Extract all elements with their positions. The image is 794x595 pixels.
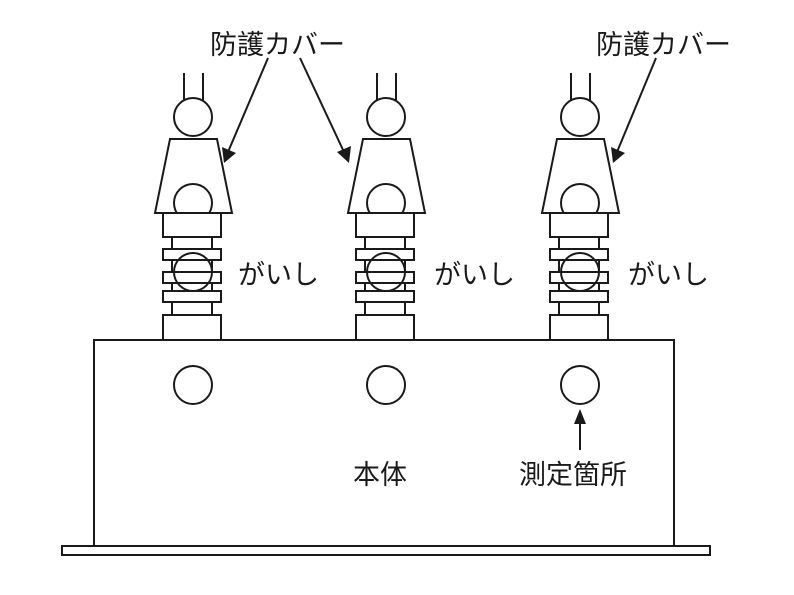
- measure-circle-1: [173, 365, 213, 405]
- label-insulator-3: がいし: [628, 260, 709, 291]
- bushing-1: [153, 73, 234, 341]
- measure-circle-2: [366, 365, 406, 405]
- protective-cover-3: [540, 138, 621, 214]
- protective-cover-2: [346, 138, 427, 214]
- arrow-cover-1: [222, 57, 269, 163]
- measure-circle-3: [560, 365, 600, 405]
- label-cover-right: 防護カバー: [596, 30, 731, 61]
- arrow-cover-2: [299, 57, 351, 163]
- bushing-3: [540, 73, 621, 341]
- label-measurement-point: 測定箇所: [519, 460, 627, 491]
- label-insulator-2: がいし: [434, 260, 515, 291]
- label-cover-left: 防護カバー: [210, 30, 345, 61]
- protective-cover-1: [153, 138, 234, 214]
- label-body: 本体: [353, 460, 407, 491]
- base-plate: [61, 545, 711, 556]
- arrow-measure-point: [574, 409, 586, 450]
- bushing-2: [346, 73, 427, 341]
- insulator-shed-1a: [162, 248, 222, 261]
- arrow-cover-3: [611, 57, 657, 163]
- label-insulator-1: がいし: [238, 260, 319, 291]
